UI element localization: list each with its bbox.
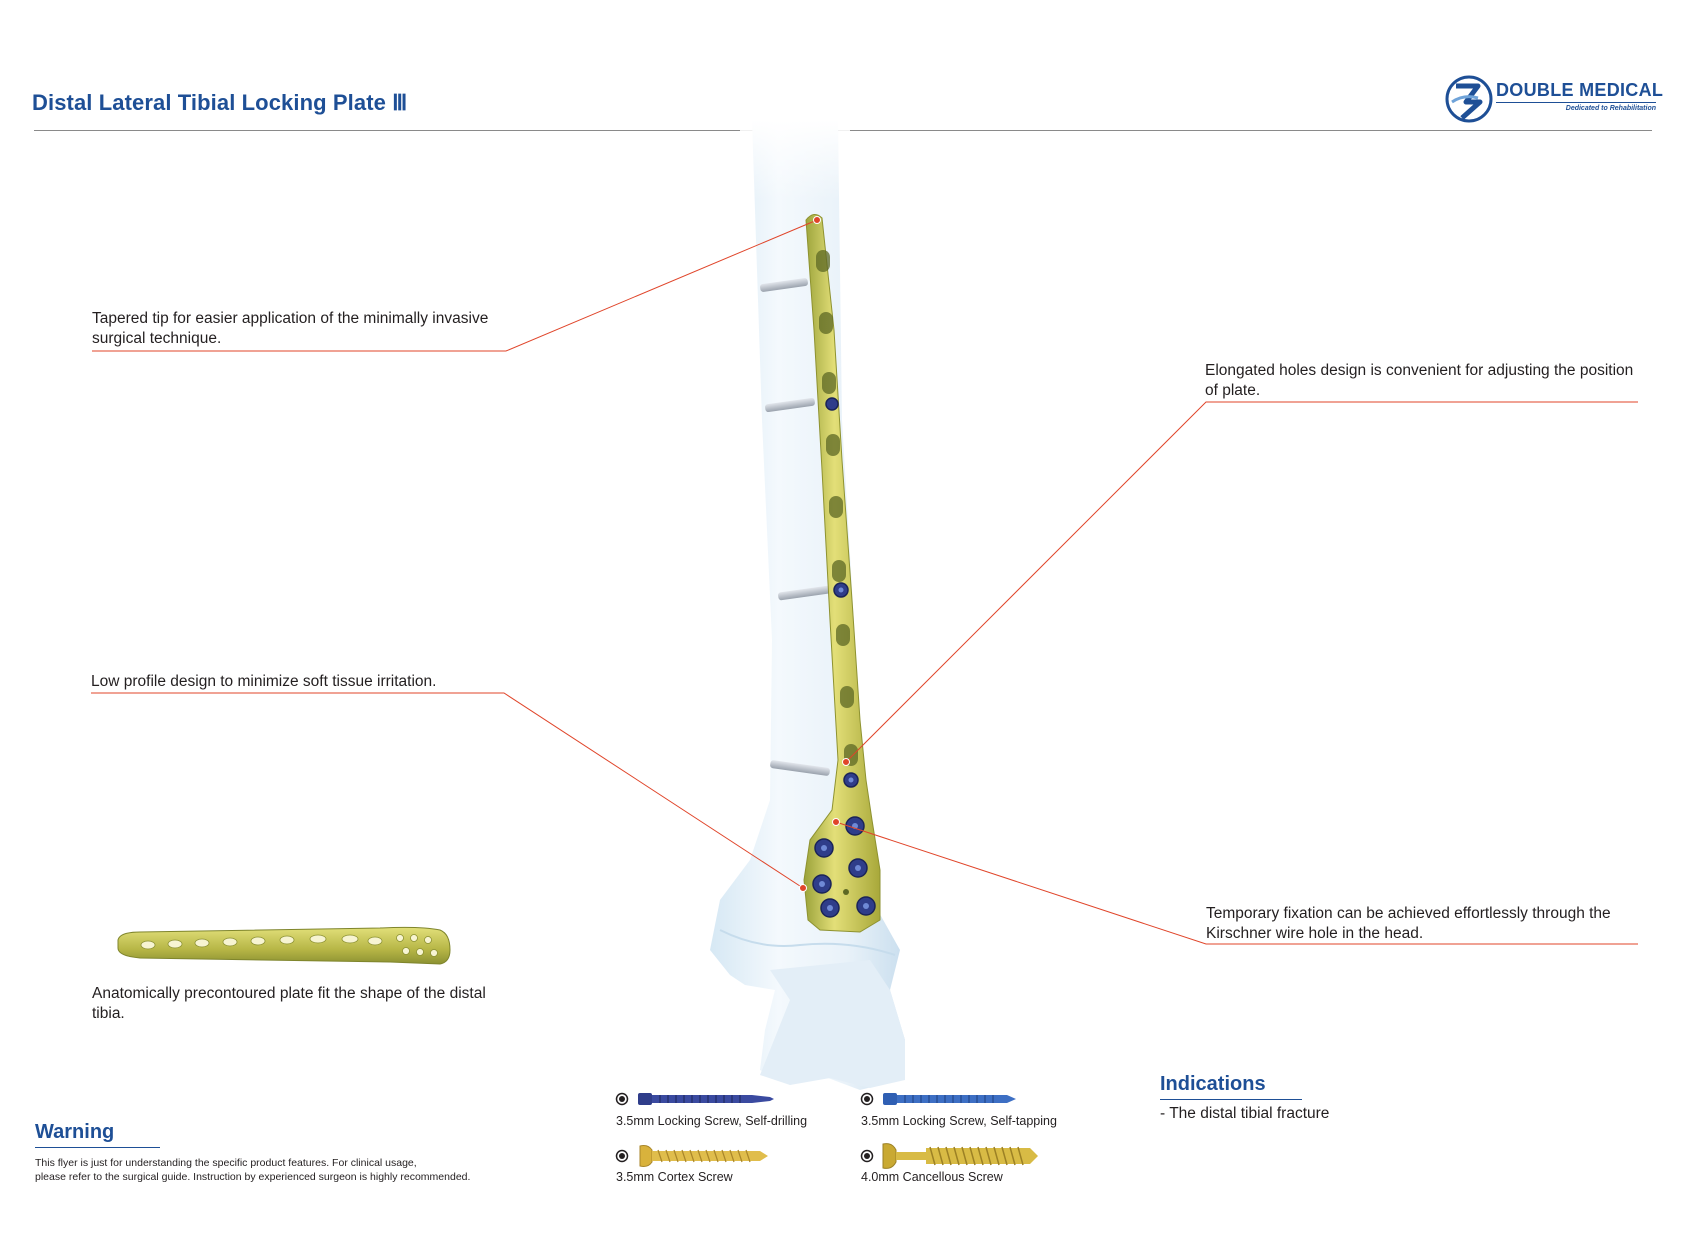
callout-tapered-tip: Tapered tip for easier application of th… <box>92 310 489 347</box>
screw-bullet-icon <box>615 1092 874 1163</box>
warning-underline <box>35 1147 160 1148</box>
indications-underline <box>1160 1099 1302 1100</box>
screw-label-cortex: 3.5mm Cortex Screw <box>616 1170 733 1184</box>
warning-text: This flyer is just for understanding the… <box>35 1156 595 1184</box>
logo-tagline: Dedicated to Rehabilitation <box>1565 105 1656 112</box>
warning-heading: Warning <box>35 1121 115 1143</box>
bone-screws <box>760 278 830 776</box>
callout-temporary-fixation: Temporary fixation can be achieved effor… <box>1206 905 1611 942</box>
locking-screw-self-tapping-icon <box>883 1093 1016 1105</box>
screw-label-locking-self-drilling: 3.5mm Locking Screw, Self-drilling <box>616 1114 808 1128</box>
callout-low-profile: Low profile design to minimize soft tiss… <box>91 673 437 690</box>
callout-elongated-holes: Elongated holes design is convenient for… <box>1205 362 1634 399</box>
tibia-bone <box>710 120 905 1090</box>
plate-side-view <box>117 926 451 965</box>
page-title: Distal Lateral Tibial Locking Plate Ⅲ <box>32 90 408 115</box>
cortex-screw-icon <box>639 1145 768 1167</box>
indications-heading: Indications <box>1160 1073 1266 1095</box>
cancellous-screw-icon <box>882 1143 1038 1169</box>
screw-label-locking-self-tapping: 3.5mm Locking Screw, Self-tapping <box>861 1114 1057 1128</box>
screw-label-cancellous: 4.0mm Cancellous Screw <box>861 1170 1003 1184</box>
logo-underline <box>1496 102 1656 103</box>
screw-icons <box>615 1092 1038 1169</box>
warning-line-2: please refer to the surgical guide. Inst… <box>35 1171 471 1183</box>
company-logo: DOUBLE MEDICAL Dedicated to Rehabilitati… <box>1444 72 1663 126</box>
double-medical-logo-icon <box>1445 75 1493 123</box>
callout-anatomic-contour: Anatomically precontoured plate fit the … <box>92 985 486 1022</box>
locking-plate <box>803 214 881 933</box>
indication-item: - The distal tibial fracture <box>1160 1105 1330 1122</box>
logo-brand-text: DOUBLE MEDICAL <box>1496 80 1664 100</box>
warning-line-1: This flyer is just for understanding the… <box>35 1157 417 1169</box>
callout-anchor-dots <box>799 216 850 892</box>
locking-screw-self-drilling-icon <box>638 1093 774 1105</box>
callout-leader-lines <box>91 219 1638 945</box>
